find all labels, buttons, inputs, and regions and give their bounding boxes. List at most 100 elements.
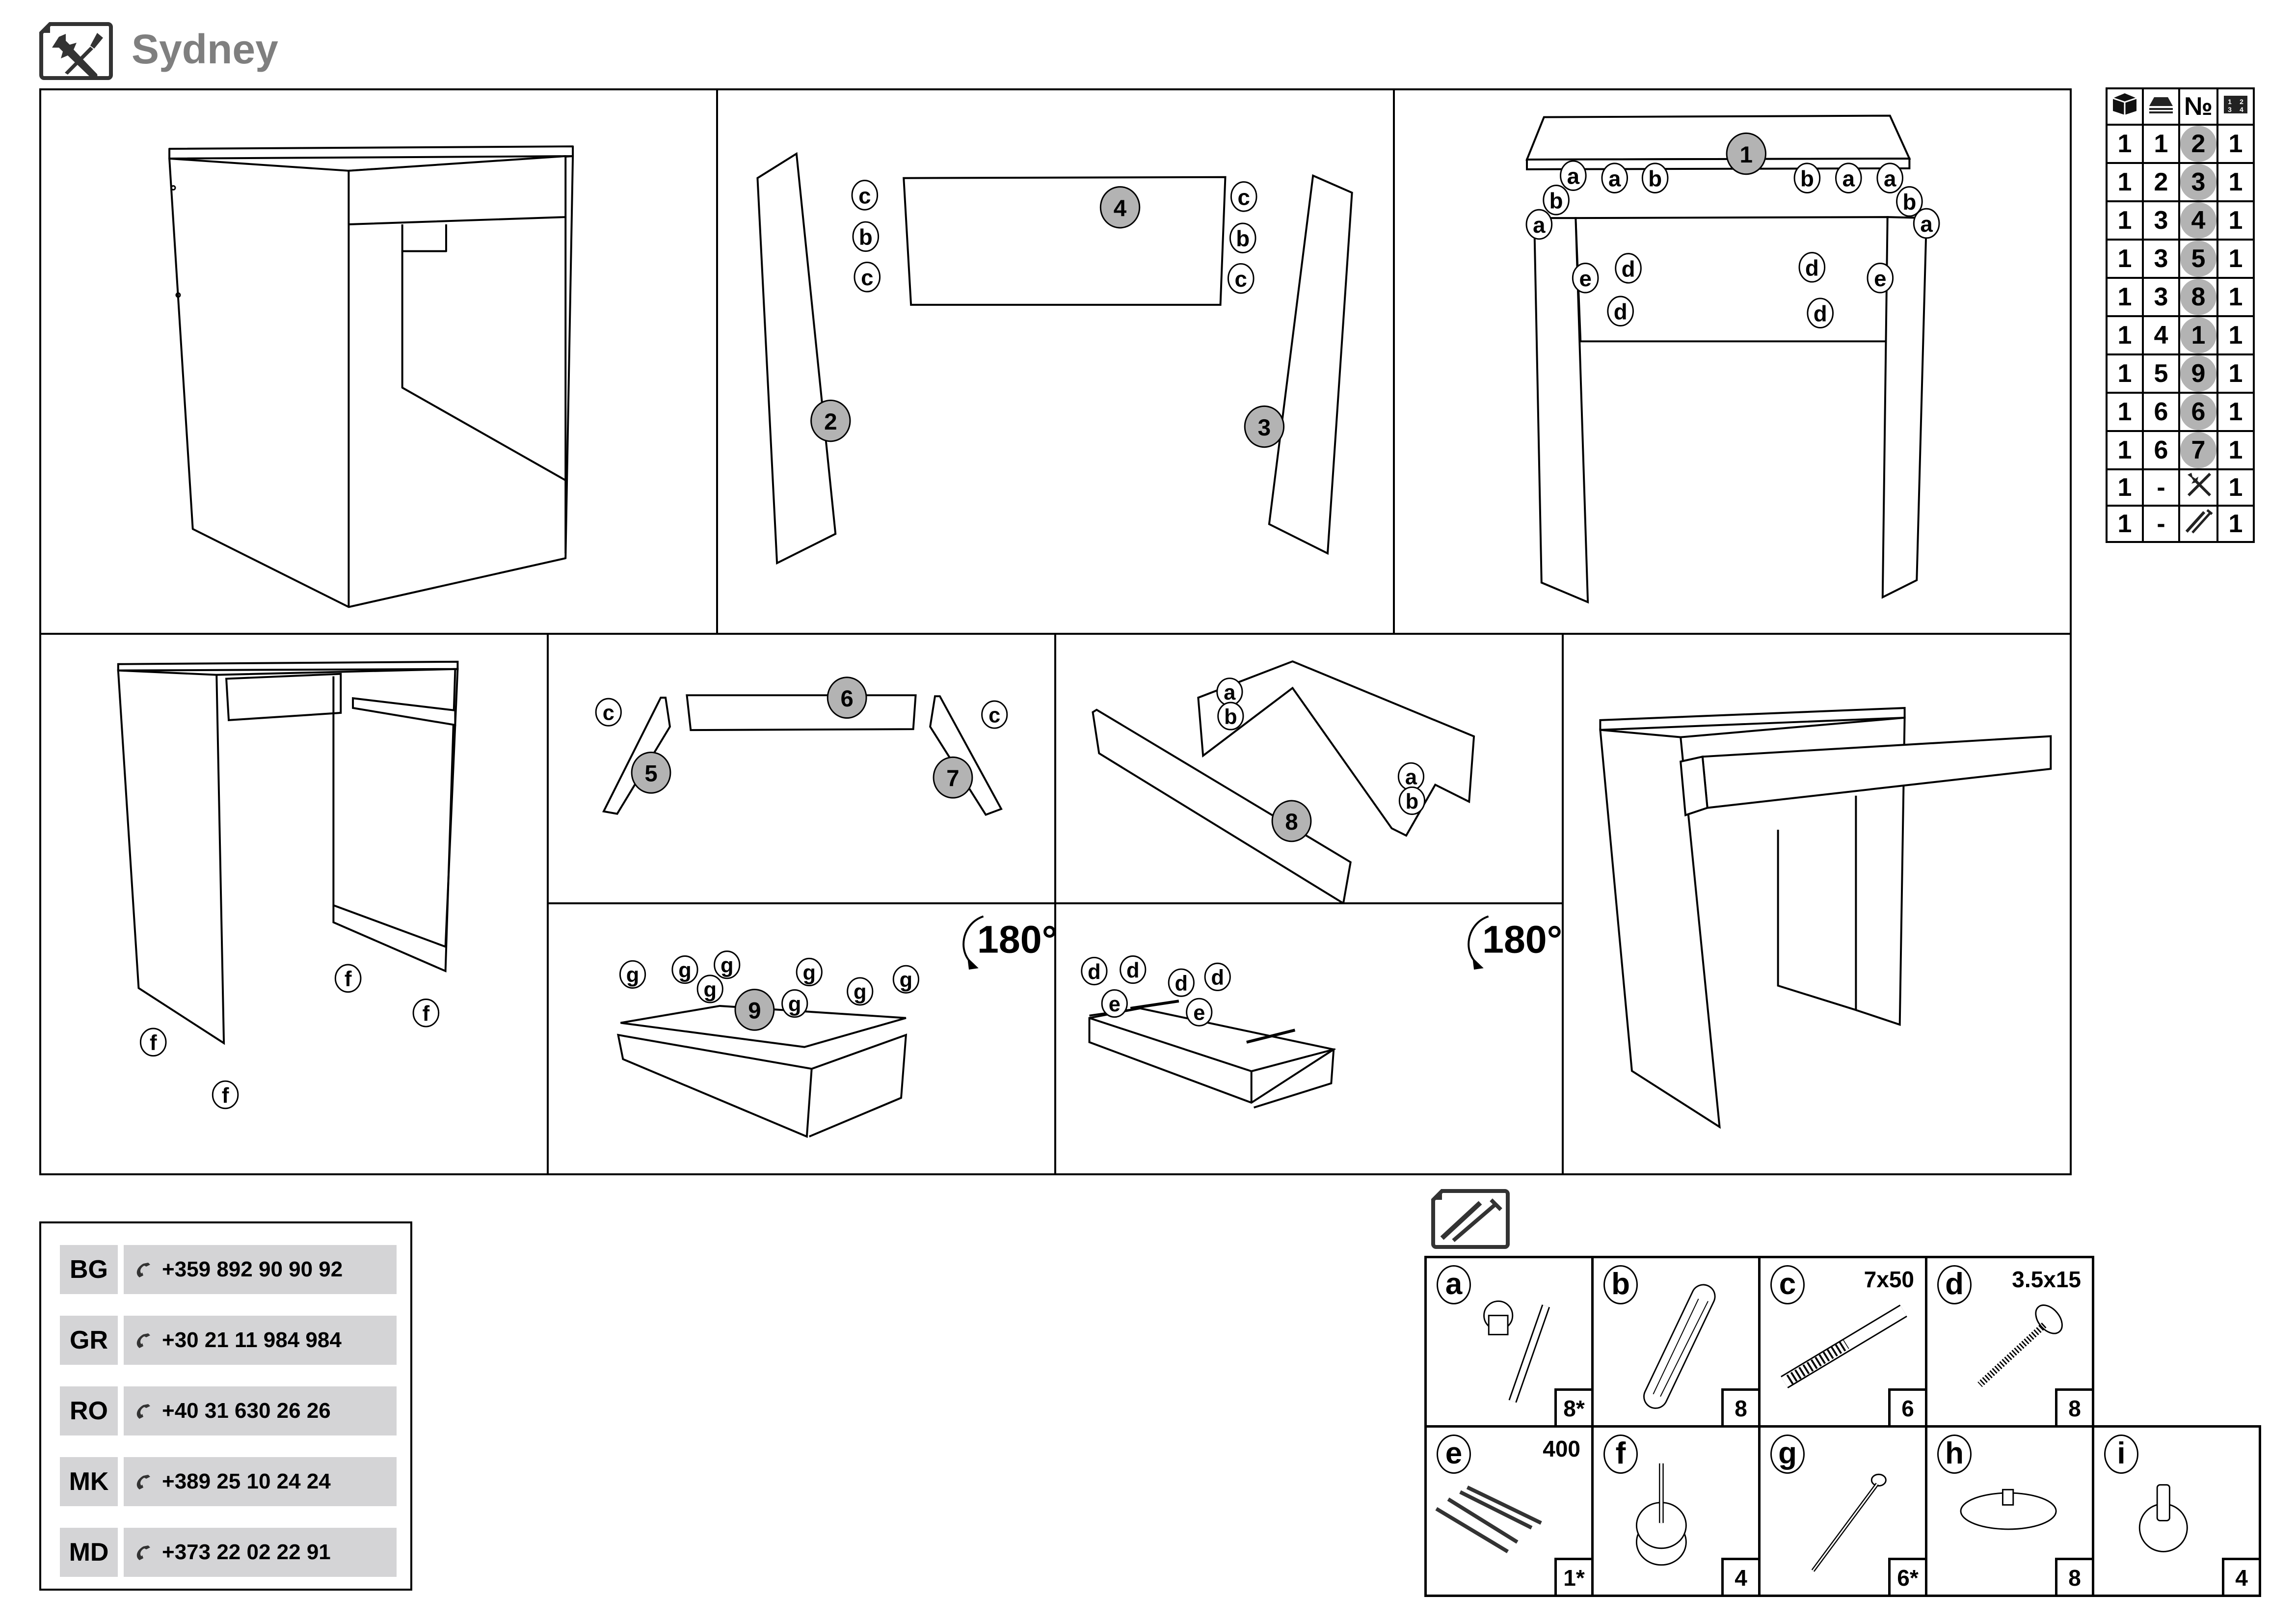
part-8-label: 8 <box>1271 800 1312 842</box>
phone-number-link[interactable]: +30 21 11 984 984 <box>124 1316 397 1365</box>
box-icon <box>2106 87 2144 126</box>
part-qty: 1 <box>2216 277 2255 317</box>
hardware-qty: 4 <box>1721 1558 1761 1597</box>
svg-text:e: e <box>1109 993 1121 1016</box>
callout-g: g <box>796 957 823 987</box>
package-number: 6 <box>2142 430 2180 470</box>
callout-b: b <box>1793 162 1821 193</box>
contact-row-bg: BG +359 892 90 90 92 <box>60 1245 397 1294</box>
box-count: 1 <box>2106 505 2144 543</box>
callout-d: d <box>1807 298 1834 328</box>
hardware-size: 3.5x15 <box>2012 1267 2081 1292</box>
svg-text:c: c <box>858 183 871 208</box>
step-5-drawing: a b a b 8 <box>1092 660 1475 902</box>
phone-number: +359 892 90 90 92 <box>162 1257 343 1281</box>
support-contacts: BG +359 892 90 90 92 GR +30 21 11 984 98… <box>39 1221 412 1591</box>
svg-text:a: a <box>1842 166 1855 191</box>
callout-a: a <box>1835 162 1862 193</box>
step-7-panel: 180° d d d d e e <box>1054 902 1564 1175</box>
svg-text:a: a <box>1405 766 1417 789</box>
phone-number-link[interactable]: +359 892 90 90 92 <box>124 1245 397 1294</box>
svg-text:3: 3 <box>2228 106 2232 113</box>
callout-f: f <box>139 1028 167 1057</box>
nail-icon <box>1811 1473 1887 1572</box>
svg-text:a: a <box>1567 164 1580 189</box>
svg-text:a: a <box>1533 213 1546 238</box>
callout-b: b <box>1896 186 1923 217</box>
part-qty: 1 <box>2216 315 2255 355</box>
phone-icon <box>136 1545 150 1560</box>
package-number: 2 <box>2142 162 2180 202</box>
hardware-qty: 8 <box>2055 1558 2094 1597</box>
package-number: 6 <box>2142 392 2180 432</box>
product-title: Sydney <box>132 26 278 72</box>
part-qty: 1 <box>2216 239 2255 279</box>
step-1-panel: c b c c b c 2 3 4 <box>716 88 1395 635</box>
svg-text:c: c <box>861 265 873 290</box>
phone-number-link[interactable]: +373 22 02 22 91 <box>124 1528 397 1577</box>
phone-number-link[interactable]: +389 25 10 24 24 <box>124 1457 397 1506</box>
svg-text:e: e <box>1874 266 1886 291</box>
step-3-drawing: f f f f <box>117 660 459 1110</box>
svg-text:b: b <box>1549 188 1563 213</box>
svg-text:b: b <box>1224 705 1237 729</box>
step-7-drawing: 180° d d d d e e <box>1081 915 1562 1109</box>
svg-text:b: b <box>1800 166 1814 191</box>
phone-number: +389 25 10 24 24 <box>162 1469 331 1493</box>
svg-text:d: d <box>1614 299 1628 325</box>
svg-text:5: 5 <box>644 761 657 787</box>
svg-text:d: d <box>1622 256 1635 281</box>
callout-a: a <box>1397 762 1425 791</box>
hardware-qty: 4 <box>2222 1558 2261 1597</box>
hardware-letter: f <box>1603 1435 1638 1474</box>
country-code: RO <box>60 1386 118 1435</box>
callout-e: e <box>1867 262 1894 294</box>
part-qty: 1 <box>2216 505 2255 543</box>
tools-icon <box>39 22 113 80</box>
hardware-size: 400 <box>1543 1436 1580 1462</box>
callout-c: c <box>1227 263 1255 294</box>
svg-text:a: a <box>1608 166 1621 191</box>
package-number: 4 <box>2142 315 2180 355</box>
svg-text:g: g <box>788 993 801 1016</box>
phone-number-link[interactable]: +40 31 630 26 26 <box>124 1386 397 1435</box>
callout-c: c <box>854 261 881 293</box>
svg-text:c: c <box>603 701 614 725</box>
hardware-qty: 6 <box>1888 1388 1927 1428</box>
nail-glide-icon <box>1635 1463 1687 1566</box>
step-4-panel: c c 5 6 7 <box>547 633 1056 904</box>
callout-e: e <box>1101 989 1128 1018</box>
callout-g: g <box>847 977 874 1006</box>
hardware-qty: 6* <box>1888 1558 1927 1597</box>
hardware-letter: g <box>1770 1435 1805 1474</box>
package-number: 1 <box>2142 124 2180 164</box>
callout-f: f <box>334 964 362 993</box>
package-number: 3 <box>2142 277 2180 317</box>
step-3-panel: f f f f <box>39 633 549 1175</box>
box-count: 1 <box>2106 353 2144 394</box>
part-number: 9 <box>2178 353 2218 394</box>
svg-text:180°: 180° <box>1482 918 1562 961</box>
step-2-panel: 1 a a b b a a b a b a d d d d e e <box>1393 88 2072 635</box>
svg-text:b: b <box>1236 226 1250 251</box>
svg-text:f: f <box>222 1083 229 1108</box>
phone-number: +40 31 630 26 26 <box>162 1399 331 1423</box>
callout-c: c <box>595 698 622 727</box>
dowel-icon <box>1643 1284 1716 1409</box>
svg-text:b: b <box>1902 189 1916 215</box>
phone-icon <box>136 1404 150 1419</box>
svg-text:b: b <box>859 225 873 250</box>
box-count: 1 <box>2106 162 2144 202</box>
parts-row: 1-1 <box>2106 468 2255 507</box>
contact-row-md: MD +373 22 02 22 91 <box>60 1528 397 1577</box>
svg-text:b: b <box>1406 790 1419 813</box>
hardware-item-g: g 6* <box>1758 1425 1927 1597</box>
box-count: 1 <box>2106 392 2144 432</box>
drawer-runner-icon <box>1435 1485 1542 1553</box>
finished-desk-drawing <box>1599 707 2052 1129</box>
